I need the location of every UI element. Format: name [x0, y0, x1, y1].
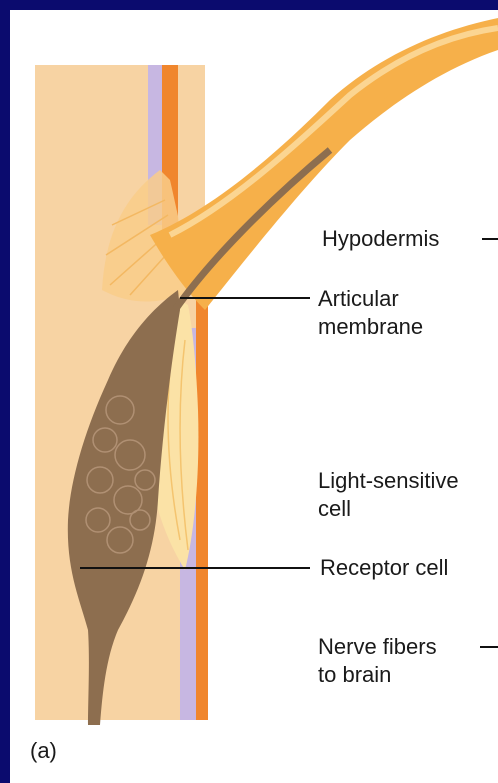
- leader-hypodermis: [482, 238, 498, 240]
- label-light-sensitive-1: Light-sensitive: [318, 468, 459, 494]
- label-receptor-cell: Receptor cell: [320, 555, 448, 581]
- label-nerve-fibers-1: Nerve fibers: [318, 634, 437, 660]
- label-hypodermis: Hypodermis: [322, 226, 439, 252]
- label-articular-membrane-2: membrane: [318, 314, 423, 340]
- label-light-sensitive-2: cell: [318, 496, 351, 522]
- leader-receptor-cell: [80, 567, 310, 569]
- cuticle-strip-lower: [196, 300, 208, 720]
- label-articular-membrane-1: Articular: [318, 286, 399, 312]
- leader-articular-membrane: [180, 297, 310, 299]
- panel-letter: (a): [30, 738, 57, 764]
- sensillum-illustration: [10, 10, 498, 783]
- leader-nerve-fibers: [480, 646, 498, 648]
- figure-panel: Hypodermis Articular membrane Light-sens…: [10, 10, 498, 783]
- label-nerve-fibers-2: to brain: [318, 662, 391, 688]
